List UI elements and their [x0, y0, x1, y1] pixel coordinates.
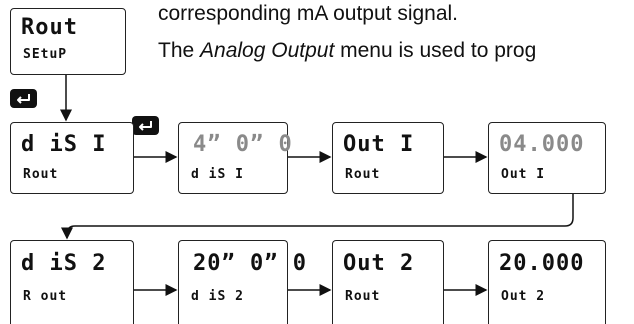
display-out1: Out I Rout [332, 122, 444, 194]
display-bottom-text: Rout [345, 167, 381, 182]
display-bottom-text: d iS I [191, 167, 244, 182]
intro-line-1: corresponding mA output signal. [158, 2, 459, 25]
display-top-text: 20ˮ 0ˮ 0 [193, 251, 307, 276]
display-out2: Out 2 Rout [332, 240, 444, 324]
display-out2-value: 20.000 Out 2 [488, 240, 606, 324]
display-top-text: d iS I [21, 132, 107, 157]
display-bottom-text: SEtuP [23, 47, 68, 62]
enter-key-icon [132, 116, 159, 135]
display-bottom-text: R out [23, 289, 68, 304]
display-bottom-text: Rout [345, 289, 381, 304]
display-rout-setup: Rout SEtuP [10, 8, 126, 75]
display-top-text: Rout [21, 15, 78, 40]
display-top-text: 4ˮ 0ˮ 0 [193, 132, 293, 157]
analog-output-term: Analog Output [200, 39, 335, 62]
display-bottom-text: d iS 2 [191, 289, 244, 304]
display-bottom-text: Rout [23, 167, 59, 182]
display-bottom-text: Out I [501, 167, 546, 182]
intro-line-2: The Analog Output menu is used to prog [158, 39, 536, 63]
display-top-text: d iS 2 [21, 251, 107, 276]
display-top-text: Out 2 [343, 251, 415, 276]
display-dis1: d iS I Rout [10, 122, 134, 194]
display-dis2: d iS 2 R out [10, 240, 134, 324]
display-dis2-value: 20ˮ 0ˮ 0 d iS 2 [178, 240, 306, 324]
display-out1-value: 04.000 Out I [488, 122, 606, 194]
display-top-text: 04.000 [499, 132, 585, 157]
intro-text: The [158, 39, 201, 62]
intro-text-tail: menu is used to prog [334, 39, 537, 62]
enter-key-icon [10, 89, 37, 108]
display-bottom-text: Out 2 [501, 289, 546, 304]
display-top-text: Out I [343, 132, 415, 157]
display-top-text: 20.000 [499, 251, 585, 276]
display-dis1-value: 4ˮ 0ˮ 0 d iS I [178, 122, 292, 194]
